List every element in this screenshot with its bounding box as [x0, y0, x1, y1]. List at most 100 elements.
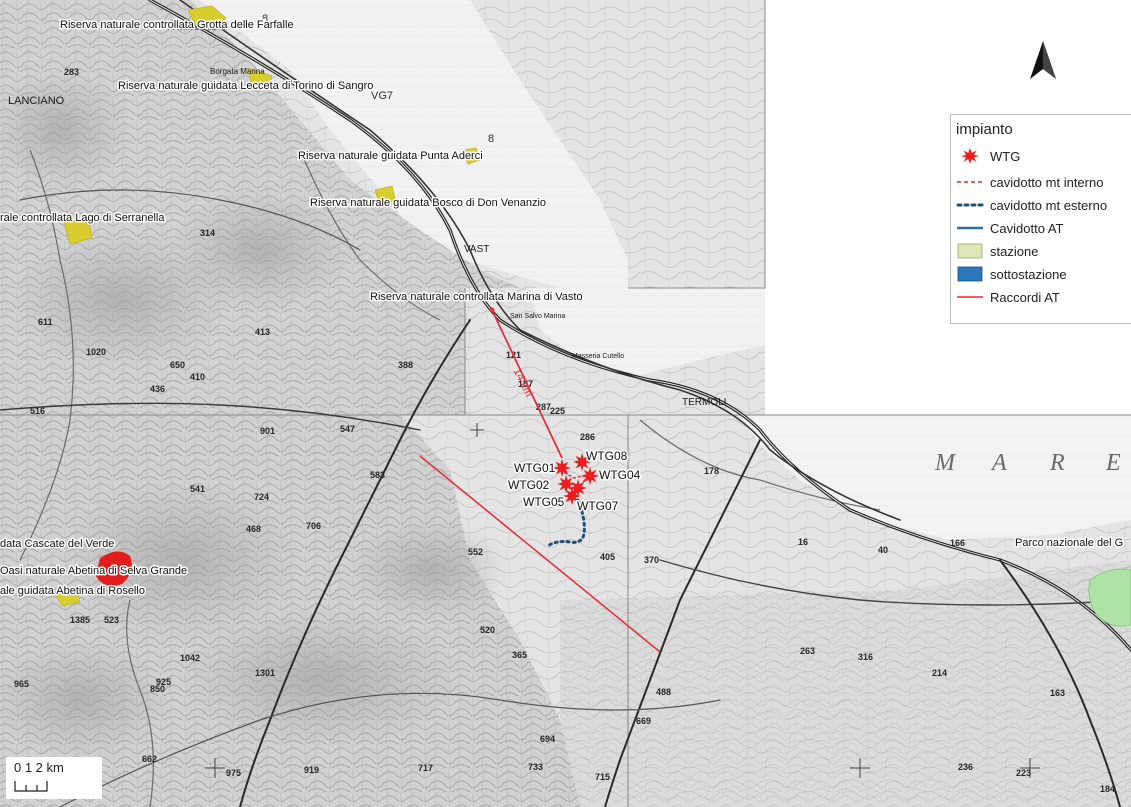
- elevation-label: 733: [528, 762, 543, 772]
- raccordi-at-line: [419, 455, 661, 653]
- blue-fill-icon: [957, 266, 983, 282]
- reserve-label: data Cascate del Verde: [0, 538, 114, 550]
- sheet-labels: VG7 8 8: [262, 13, 494, 145]
- town-label: San Giacomo: [20, 215, 63, 222]
- reserve-label: Oasi naturale Abetina di Selva Grande: [0, 565, 187, 577]
- legend-label: cavidotto mt esterno: [990, 197, 1108, 213]
- turbine-labels: WTG01 WTG08 WTG04 WTG02 WTG05 WTG07: [507, 448, 643, 515]
- elevation-label: 314: [200, 228, 215, 238]
- reserve-label: Riserva naturale guidata Bosco di Don Ve…: [310, 197, 546, 209]
- map-legend: impianto WTG cavidotto mt interno cavido…: [950, 114, 1131, 324]
- elevation-label: 1385: [70, 615, 90, 625]
- legend-item-wtg: WTG: [956, 147, 1131, 165]
- turbine-label[interactable]: WTG01: [513, 460, 558, 477]
- reserve-label: Riserva naturale controllata Marina di V…: [370, 291, 583, 303]
- distance-line: [491, 309, 563, 459]
- reserve-label: ale guidata Abetina di Rosello: [0, 585, 145, 597]
- green-fill-icon: [957, 243, 983, 259]
- legend-label: Raccordi AT: [990, 289, 1060, 305]
- wtg-star-icon[interactable]: [553, 459, 571, 477]
- elevation-label: 901: [260, 426, 275, 436]
- north-arrow-icon: [1030, 41, 1056, 79]
- elevation-label: 214: [932, 668, 947, 678]
- town-label: Masseria Cutello: [572, 353, 624, 360]
- elevation-label: 662: [142, 754, 157, 764]
- legend-item-stazione: stazione: [956, 242, 1131, 260]
- elevation-label: 715: [595, 772, 610, 782]
- legend-label: WTG: [990, 148, 1021, 164]
- elevation-label: 16: [798, 537, 808, 547]
- distance-start-marker: [489, 307, 495, 313]
- scale-bar-ruler: [14, 781, 48, 792]
- sea-letter: E: [1105, 450, 1121, 476]
- reserve-labels: Riserva naturale controllata Grotta dell…: [0, 18, 1125, 599]
- elevation-label: 925: [156, 677, 171, 687]
- reserve-abetina-selva-grande: [96, 551, 132, 586]
- turbine-label[interactable]: WTG04: [598, 467, 643, 484]
- elevation-label: 694: [540, 734, 555, 744]
- elevation-label: 520: [480, 625, 495, 635]
- sheet-label: 8: [262, 13, 268, 25]
- elevation-label: 850: [150, 684, 165, 694]
- sea-label: M A R E: [934, 450, 1121, 476]
- wtg-star-icon[interactable]: [569, 479, 587, 497]
- cavidotto-mt-esterno: [546, 498, 586, 548]
- town-label: VAST: [464, 244, 489, 255]
- elevation-label: 436: [150, 384, 165, 394]
- legend-label: cavidotto mt interno: [990, 174, 1104, 190]
- scale-bar: 0 1 2 km: [6, 757, 102, 799]
- elevation-label: 166: [950, 538, 965, 548]
- turbine-label[interactable]: WTG08: [585, 448, 630, 465]
- reserve-label: Parco nazionale del G: [1015, 537, 1123, 549]
- legend-item-cavidotto-esterno: cavidotto mt esterno: [956, 196, 1131, 214]
- legend-item-cavidotto-at: Cavidotto AT: [956, 219, 1131, 237]
- parco-nazionale-area: [1088, 568, 1131, 627]
- star-icon: [961, 148, 979, 164]
- nature-reserves: [53, 5, 481, 607]
- blue-solid-line-icon: [957, 226, 983, 230]
- elevation-label: 468: [246, 524, 261, 534]
- legend-label: sottostazione: [990, 266, 1067, 282]
- legend-item-raccordi-at: Raccordi AT: [956, 288, 1131, 306]
- reserve-label: Riserva naturale controllata Grotta dell…: [60, 19, 294, 31]
- elevation-label: 283: [64, 67, 79, 77]
- reserve-label: Riserva naturale guidata Lecceta di Tori…: [118, 80, 373, 92]
- elevation-label: 388: [398, 360, 413, 370]
- elevation-label: 365: [512, 650, 527, 660]
- turbine-label[interactable]: WTG07: [576, 498, 621, 515]
- red-solid-line-icon: [957, 296, 983, 298]
- turbine-label[interactable]: WTG02: [507, 477, 552, 494]
- hillshade: [0, 70, 510, 760]
- elevation-label: 1301: [255, 668, 275, 678]
- sea-letter: M: [934, 450, 957, 476]
- wtg-star-icon[interactable]: [573, 453, 591, 471]
- elevation-label: 1020: [86, 347, 106, 357]
- blue-dotted-line-icon: [956, 203, 984, 207]
- elevation-label: 724: [254, 492, 269, 502]
- town-label: TERMOLI: [682, 397, 726, 408]
- grid-crosses: [205, 423, 1040, 778]
- wtg-star-icon[interactable]: [557, 475, 575, 493]
- rivers: [19, 149, 881, 807]
- elevation-label: 370: [644, 555, 659, 565]
- elevation-label: 919: [304, 765, 319, 775]
- elevation-label: 669: [636, 716, 651, 726]
- elevation-label: 547: [340, 424, 355, 434]
- elevation-label: 650: [170, 360, 185, 370]
- legend-title: impianto: [956, 121, 1013, 138]
- elevation-label: 410: [190, 372, 205, 382]
- elevation-label: 488: [656, 687, 671, 697]
- red-dashed-line-icon: [957, 181, 983, 183]
- wtg-star-icon[interactable]: [581, 467, 599, 485]
- elevation-label: 287: [536, 402, 551, 412]
- sheet-label: VG7: [371, 90, 393, 102]
- legend-label: Cavidotto AT: [990, 220, 1064, 236]
- legend-item-cavidotto-interno: cavidotto mt interno: [956, 173, 1131, 191]
- turbine-label[interactable]: WTG05: [522, 494, 567, 511]
- elevation-label: 975: [226, 768, 241, 778]
- elevation-label: 1161: [40, 538, 60, 548]
